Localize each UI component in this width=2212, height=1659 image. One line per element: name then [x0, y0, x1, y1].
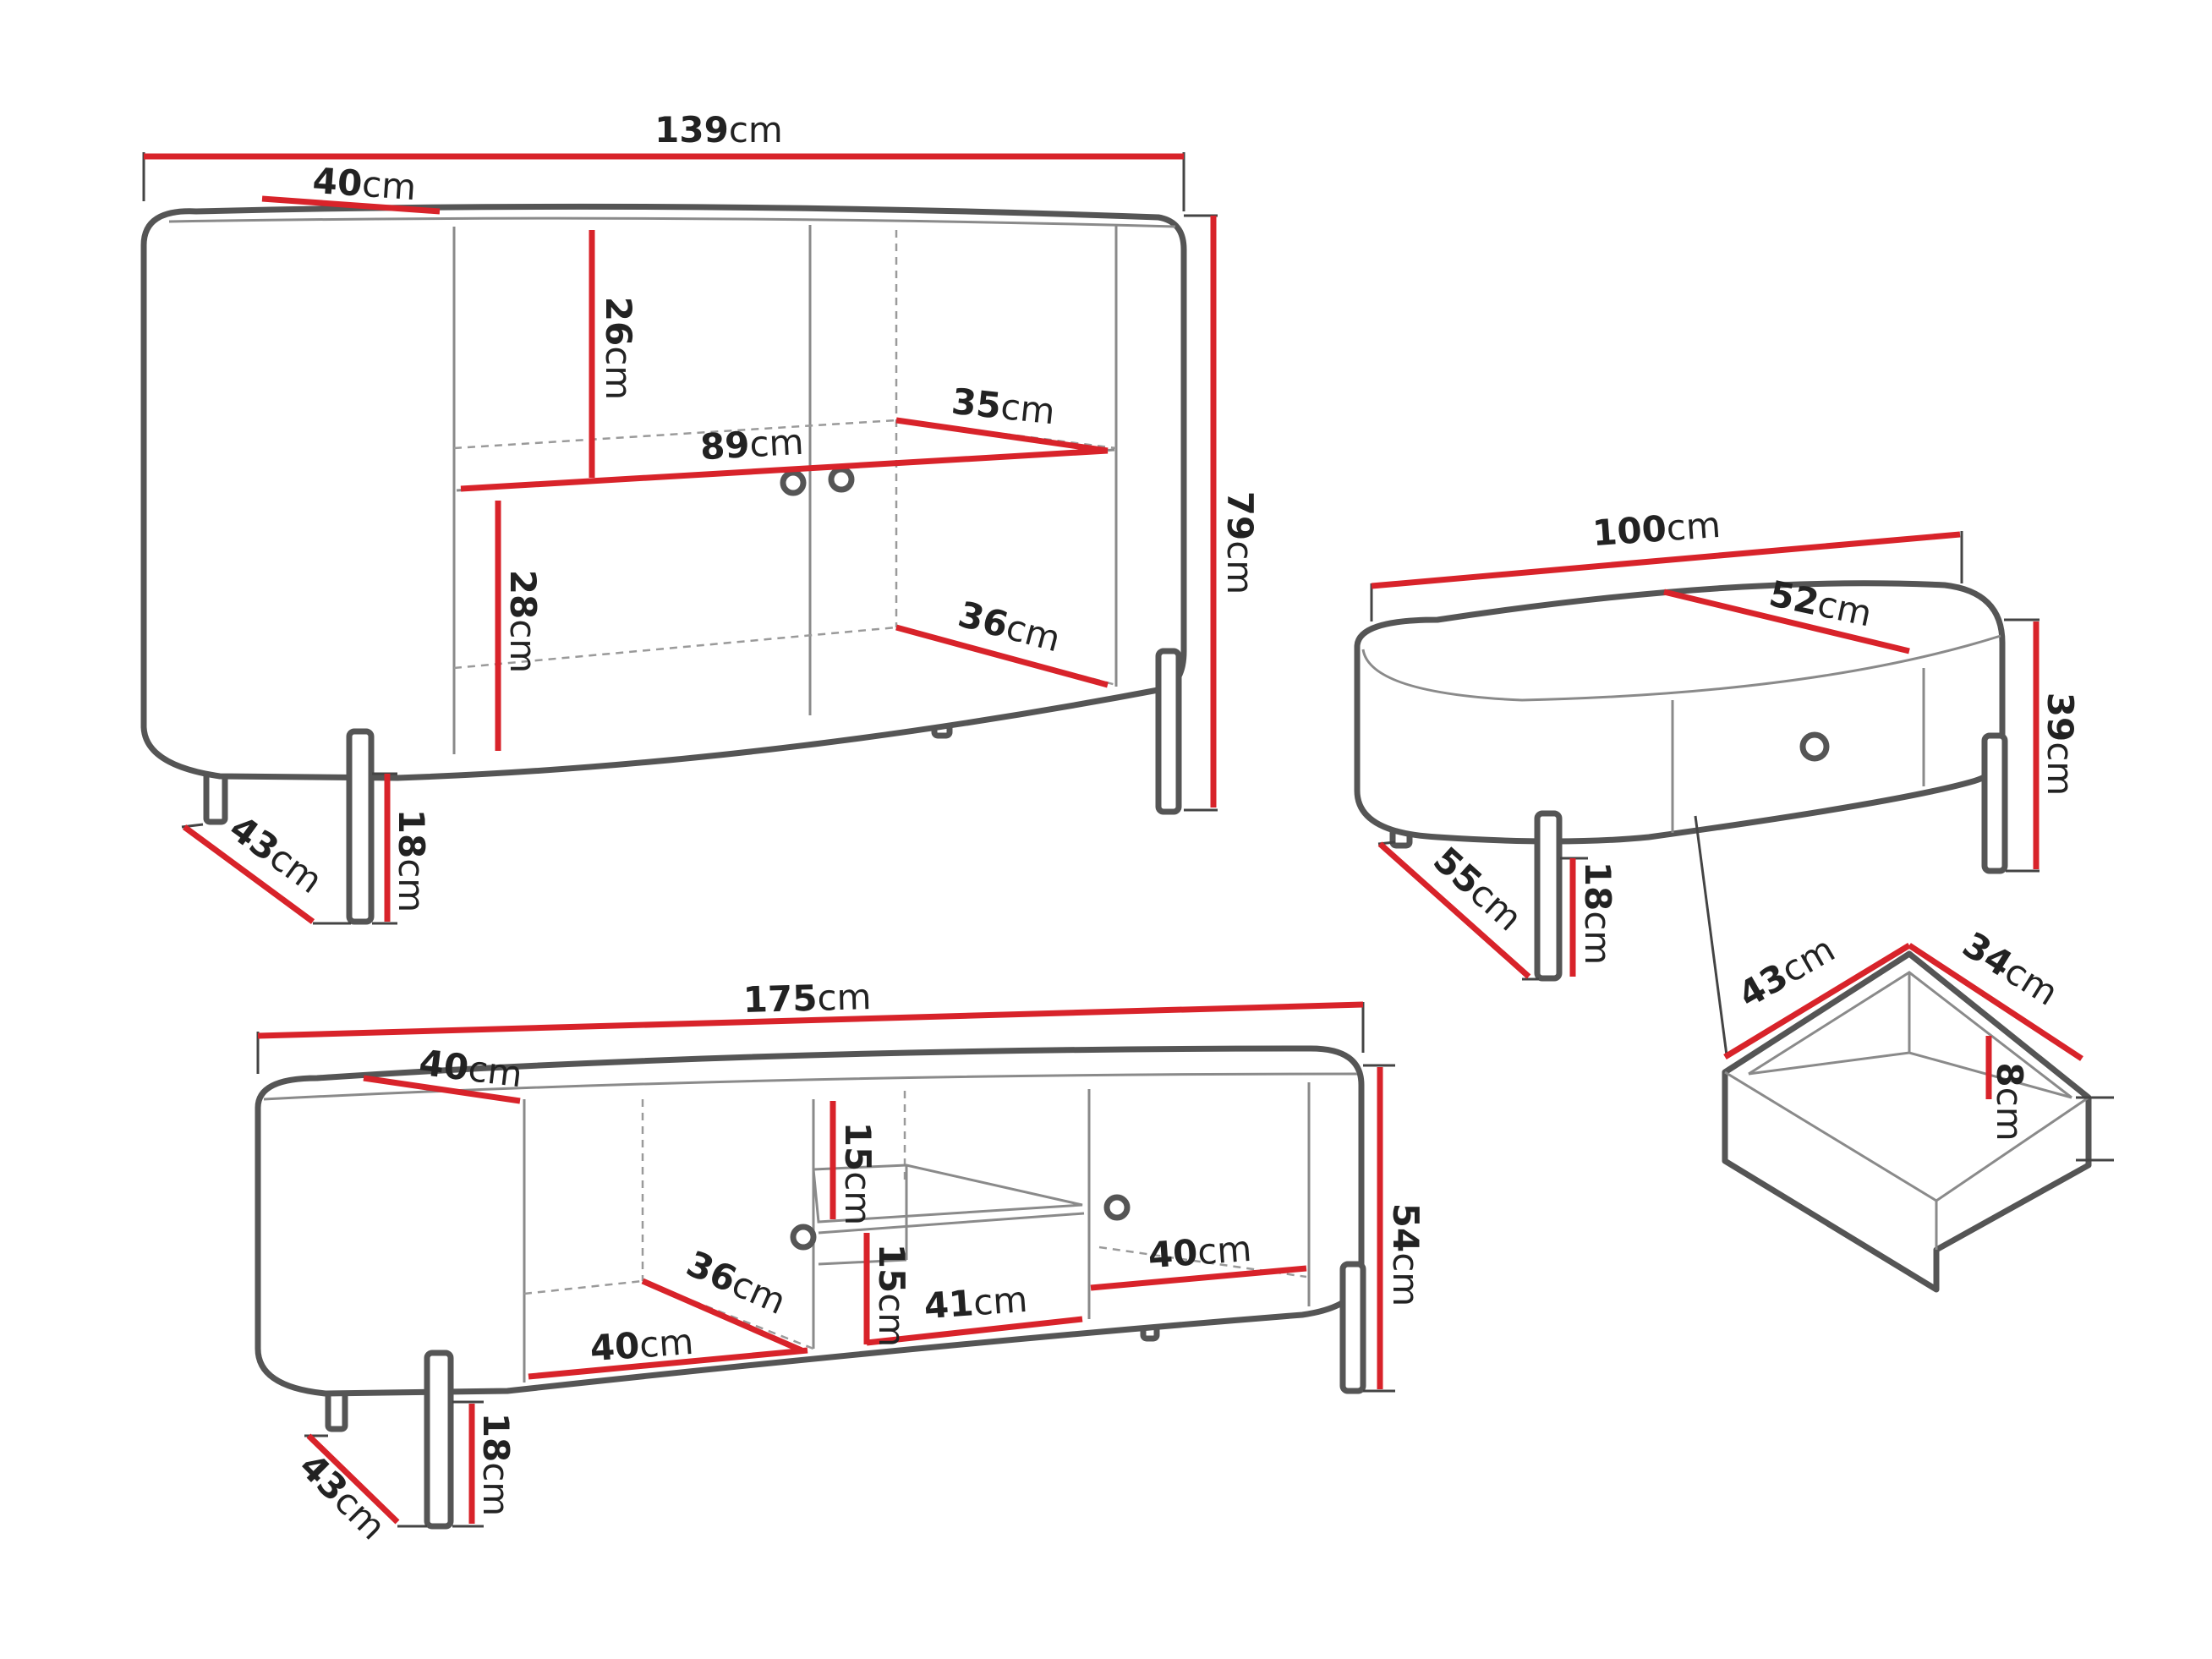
coffee-table-width-label: 100cm	[1591, 504, 1722, 554]
dim-line	[1663, 589, 1910, 654]
coffee-table-body	[1354, 580, 2006, 845]
dim-line	[1090, 1265, 1307, 1291]
drawer-width-label: 43cm	[1731, 928, 1842, 1016]
sideboard-leg	[346, 728, 375, 925]
tv-stand-total-height-label: 54cm	[1385, 1203, 1426, 1306]
coffee-table-height-label: 39cm	[2040, 693, 2081, 796]
tv-stand-leg	[424, 1350, 454, 1530]
dim-line	[460, 447, 1109, 492]
dim-line	[1371, 531, 1961, 589]
sideboard-top-edge	[168, 216, 1176, 228]
sideboard-depth-top-label: 40cm	[311, 160, 418, 208]
drawer-box	[1722, 950, 2092, 1293]
sideboard-body	[140, 203, 1187, 781]
dim-line	[1723, 943, 1911, 1059]
sideboard-leg	[1155, 648, 1182, 815]
tv-stand-drawing: 175cm 40cm 15cm 15cm 36cm 40cm 41cm 40cm…	[255, 976, 1426, 1547]
tv-stand-top-edge	[263, 1072, 1358, 1101]
sideboard-shelf-width-label: 89cm	[699, 421, 805, 468]
tv-stand-knob	[1103, 1194, 1131, 1221]
sideboard-total-height-label: 79cm	[1219, 491, 1261, 594]
coffee-table-leg	[1981, 732, 2008, 874]
sideboard-drawing: 139cm 40cm 26cm 89cm 35cm 28cm 36cm 79cm…	[140, 109, 1261, 925]
dim-line	[1908, 943, 2083, 1061]
coffee-table-top-edge	[1361, 634, 2001, 702]
drawer-height-label: 8cm	[1989, 1062, 2030, 1141]
dim-line	[363, 1075, 521, 1104]
sideboard-lower-height-label: 28cm	[502, 570, 544, 673]
coffee-table-leg-height-label: 18cm	[1577, 862, 1618, 965]
dim-line	[528, 1347, 808, 1380]
drawer-depth-label: 34cm	[1956, 923, 2066, 1013]
dim-line	[895, 417, 1109, 454]
tv-stand-leg-height-label: 18cm	[475, 1413, 517, 1516]
tv-stand-middle-width-label: 41cm	[923, 1278, 1029, 1327]
dim-line	[641, 1278, 803, 1354]
dim-line	[866, 1316, 1083, 1346]
sideboard-upper-height-label: 26cm	[598, 297, 639, 400]
drawer-drawing: 43cm 34cm 8cm	[1694, 815, 2114, 1293]
dim-line	[895, 624, 1109, 688]
tv-stand-leg	[1339, 1261, 1366, 1394]
dim-line	[257, 1001, 1364, 1039]
dim-line	[306, 1433, 400, 1525]
tv-stand-knob	[790, 1224, 817, 1251]
tv-stand-lower-height-label: 15cm	[871, 1244, 912, 1347]
sideboard-knob	[828, 466, 855, 493]
sideboard-leg-height-label: 18cm	[391, 809, 432, 912]
tv-stand-right-width-label: 40cm	[1147, 1228, 1253, 1276]
dim-line	[1377, 841, 1531, 979]
tv-stand-base-depth-label: 43cm	[292, 1445, 394, 1547]
tv-stand-depth-top-label: 40cm	[417, 1042, 525, 1096]
tv-stand-upper-height-label: 15cm	[837, 1122, 879, 1225]
tv-stand-body	[255, 1045, 1365, 1397]
coffee-table-knob	[1799, 731, 1830, 762]
sideboard-base-depth-label: 43cm	[222, 807, 331, 901]
drawer-leader-line	[1694, 815, 1728, 1056]
tv-stand-left-width-label: 40cm	[589, 1321, 695, 1369]
coffee-table-base-depth-label: 55cm	[1426, 839, 1530, 939]
tv-stand-width-label: 175cm	[742, 976, 872, 1021]
dim-line	[261, 195, 441, 215]
coffee-table-leg	[1534, 810, 1563, 982]
dim-line	[182, 824, 315, 924]
sideboard-knob	[780, 469, 807, 496]
sideboard-width-label: 139cm	[654, 109, 783, 151]
coffee-table-drawing: 100cm 52cm 39cm 55cm 18cm	[1354, 504, 2081, 982]
sideboard-shelf-depth-upper-label: 35cm	[950, 381, 1057, 433]
